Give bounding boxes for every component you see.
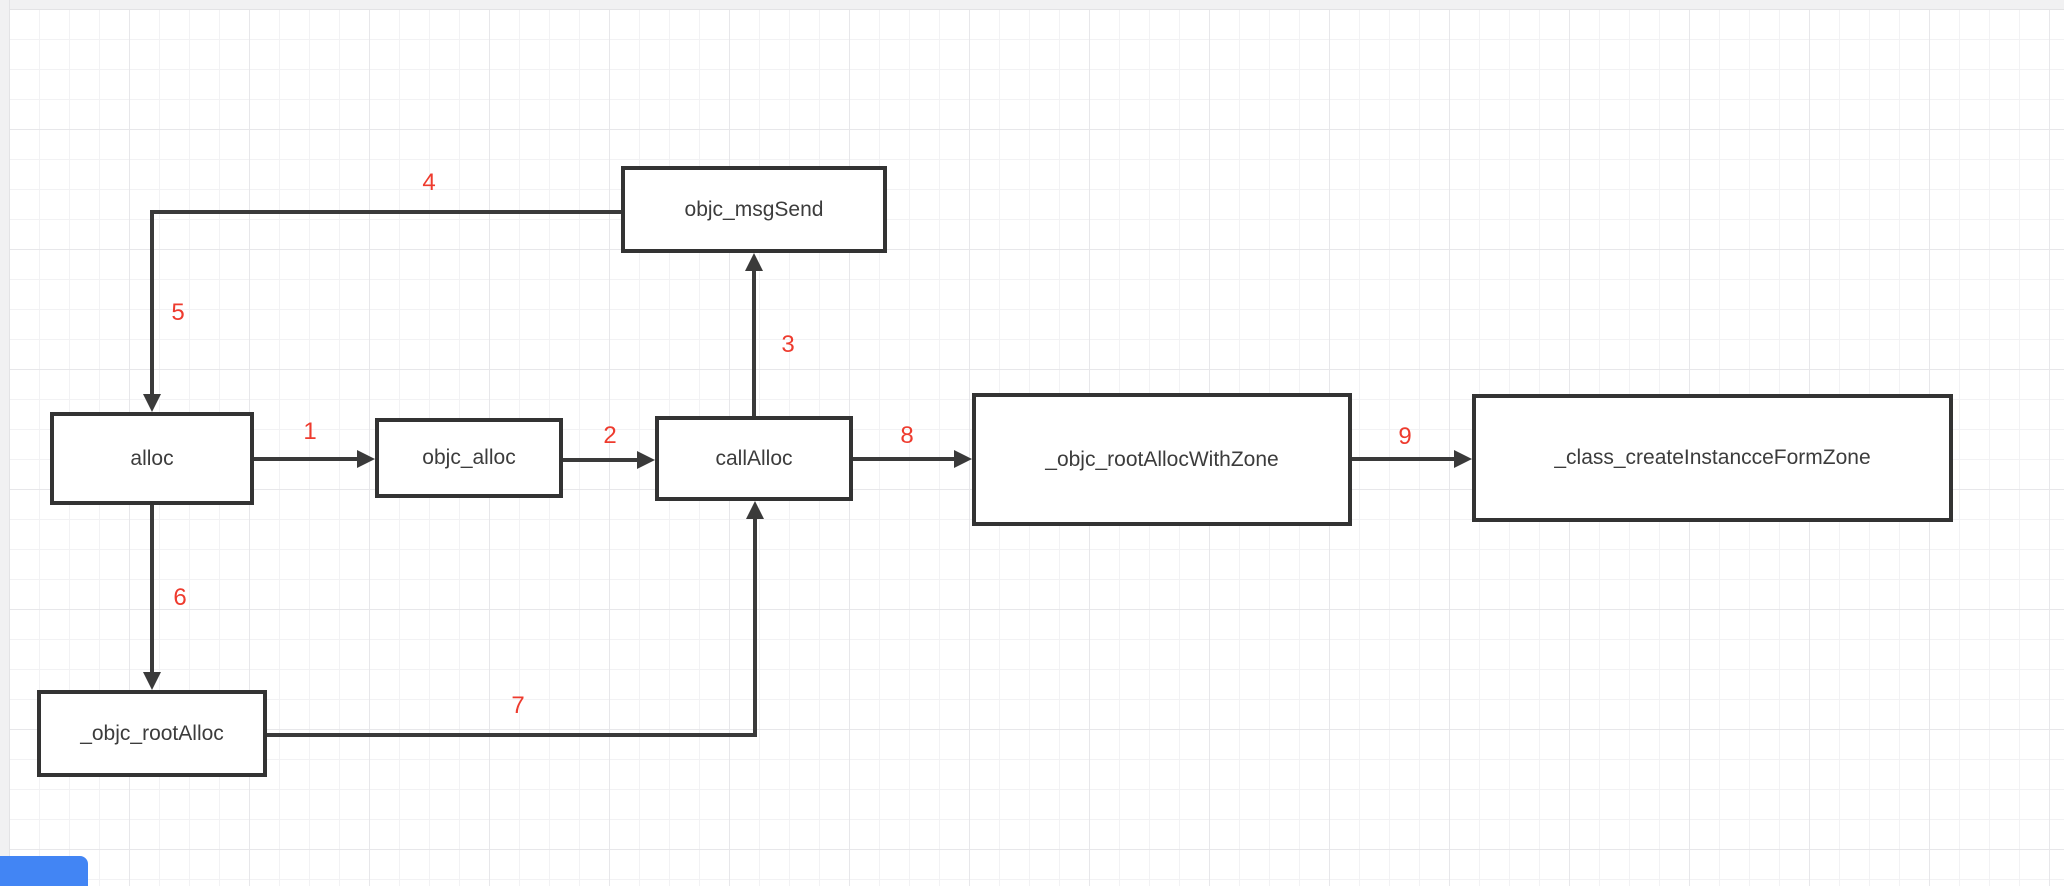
edge-6-label[interactable]: 6: [173, 584, 187, 611]
edge-5-line[interactable]: [150, 210, 154, 394]
node-objc-rootalloc-label: _objc_rootAlloc: [80, 721, 224, 745]
edge-6-arrowhead: [143, 672, 161, 690]
edge-3-line[interactable]: [752, 271, 756, 416]
node-objc-rootallocwithzone-label: _objc_rootAllocWithZone: [1045, 447, 1279, 471]
edge-7-label[interactable]: 7: [511, 692, 525, 719]
edge-2-label[interactable]: 2: [603, 422, 617, 449]
edge-1-label[interactable]: 1: [303, 418, 317, 445]
edge-5-arrowhead: [143, 394, 161, 412]
node-objc-alloc-label: objc_alloc: [422, 446, 516, 469]
node-class-createinstancceformzone[interactable]: _class_createInstancceFormZone: [1472, 394, 1953, 522]
edge-6-line[interactable]: [150, 505, 154, 672]
node-callalloc[interactable]: callAlloc: [655, 416, 853, 501]
edge-7-line[interactable]: [267, 733, 757, 737]
node-objc-alloc[interactable]: objc_alloc: [375, 418, 563, 498]
node-callalloc-label: callAlloc: [715, 446, 793, 470]
node-alloc-label: alloc: [130, 446, 174, 470]
canvas-left-margin: [0, 0, 10, 886]
edge-7-line-vertical[interactable]: [753, 519, 757, 737]
edge-5-label[interactable]: 5: [171, 299, 185, 326]
edge-4-line[interactable]: [150, 210, 621, 214]
edge-4-label[interactable]: 4: [422, 169, 436, 196]
node-objc-rootalloc[interactable]: _objc_rootAlloc: [37, 690, 267, 777]
edge-9-arrowhead: [1454, 450, 1472, 468]
node-objc-msgsend-label: objc_msgSend: [684, 197, 824, 221]
edge-1-line[interactable]: [254, 457, 357, 461]
edge-1-arrowhead: [357, 450, 375, 468]
edge-3-label[interactable]: 3: [781, 331, 795, 358]
edge-8-line[interactable]: [853, 457, 954, 461]
edge-7-arrowhead: [746, 501, 764, 519]
node-objc-rootallocwithzone[interactable]: _objc_rootAllocWithZone: [972, 393, 1352, 526]
node-objc-msgsend[interactable]: objc_msgSend: [621, 166, 887, 253]
edge-9-line[interactable]: [1352, 457, 1454, 461]
node-class-createinstancceformzone-label: _class_createInstancceFormZone: [1554, 446, 1871, 469]
edge-3-arrowhead: [745, 253, 763, 271]
edge-9-label[interactable]: 9: [1398, 423, 1412, 450]
edge-8-label[interactable]: 8: [900, 422, 914, 449]
edge-2-arrowhead: [637, 451, 655, 469]
edge-8-arrowhead: [954, 450, 972, 468]
node-alloc[interactable]: alloc: [50, 412, 254, 505]
edge-2-line[interactable]: [563, 458, 637, 462]
canvas-top-margin: [0, 0, 2064, 10]
bottom-left-blue-panel[interactable]: [0, 856, 88, 886]
